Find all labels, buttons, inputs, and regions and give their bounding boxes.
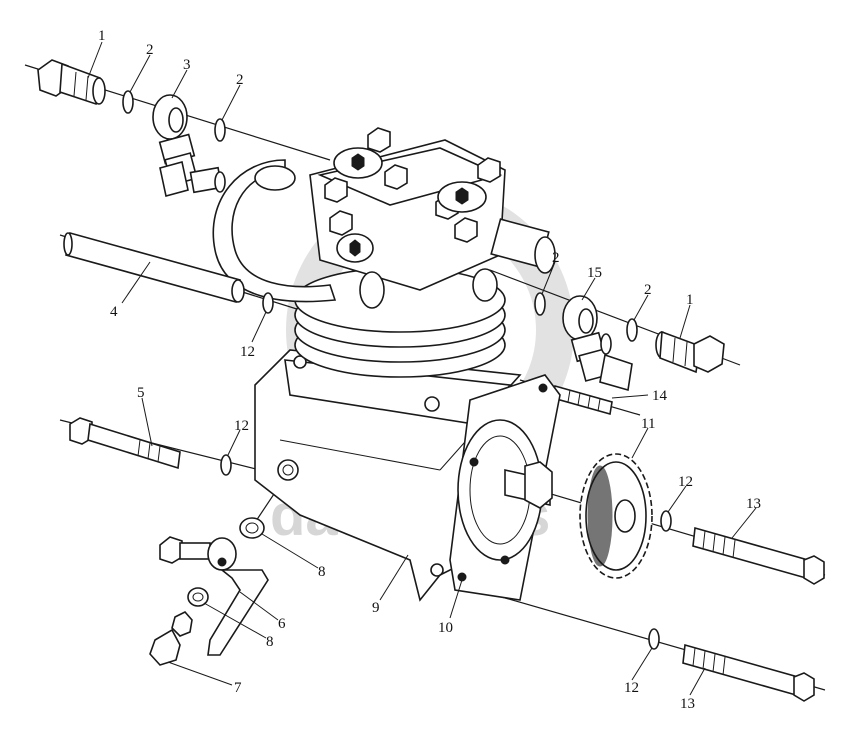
washer-12d <box>648 628 660 650</box>
coolant-pipe <box>212 159 337 303</box>
callout-2-b: 2 <box>236 72 244 88</box>
washers-12 <box>220 292 672 650</box>
callout-14: 14 <box>652 388 668 404</box>
callout-9: 9 <box>372 600 380 616</box>
washers-8 <box>187 517 265 607</box>
callout-12-b: 12 <box>234 418 249 434</box>
crankcase-bolt <box>424 396 440 412</box>
washer-12b <box>220 454 232 476</box>
part-13-bolt-upper <box>692 526 825 585</box>
part-4-tube <box>63 231 245 304</box>
callout-8-b: 8 <box>266 634 274 650</box>
washer-8a <box>239 517 265 539</box>
callout-13-upper: 13 <box>746 496 761 512</box>
part-11-gear <box>579 453 653 579</box>
drive-shaft <box>504 461 553 509</box>
washer-8b <box>187 587 209 607</box>
callout-11: 11 <box>641 416 655 432</box>
callout-12-d: 12 <box>624 680 639 696</box>
crankcase-port <box>277 459 299 481</box>
part-7-fitting-bolt <box>149 611 193 666</box>
callout-labels: 1 2 3 2 2 15 2 1 4 12 14 5 12 11 12 13 8… <box>98 28 761 712</box>
callout-6: 6 <box>278 616 286 632</box>
washers-2 <box>122 90 638 342</box>
callout-8-a: 8 <box>318 564 326 580</box>
callout-4: 4 <box>110 304 118 320</box>
washer-2b <box>214 118 226 142</box>
callout-3: 3 <box>183 57 191 73</box>
part-13-bolt-lower <box>682 643 815 702</box>
head-bolts <box>324 127 501 243</box>
callout-7: 7 <box>234 680 242 696</box>
washer-12c <box>660 510 672 532</box>
callout-10: 10 <box>438 620 453 636</box>
callout-12-c: 12 <box>678 474 693 490</box>
part-5-bolt <box>69 417 181 470</box>
callout-13-lower: 13 <box>680 696 695 712</box>
washer-2a <box>122 90 134 114</box>
callout-12-a: 12 <box>240 344 255 360</box>
part-1-banjo-bolt-right <box>655 330 725 374</box>
washer-2d <box>626 318 638 342</box>
callout-15: 15 <box>587 265 602 281</box>
part-1-banjo-bolt-left <box>37 59 106 106</box>
callout-1-left: 1 <box>98 28 106 44</box>
callout-1-right: 1 <box>686 292 694 308</box>
washer-12a <box>262 292 274 314</box>
callout-2-a: 2 <box>146 42 154 58</box>
part-3-banjo-fitting <box>152 94 226 197</box>
part-6-oil-line <box>159 536 269 656</box>
callout-2-d: 2 <box>644 282 652 298</box>
part-15-banjo-fitting <box>562 295 633 392</box>
part-14-stud <box>552 384 613 416</box>
leader-lines <box>87 41 757 696</box>
callout-5: 5 <box>137 385 145 401</box>
callout-2-c: 2 <box>552 250 560 266</box>
washer-2c <box>534 292 546 316</box>
